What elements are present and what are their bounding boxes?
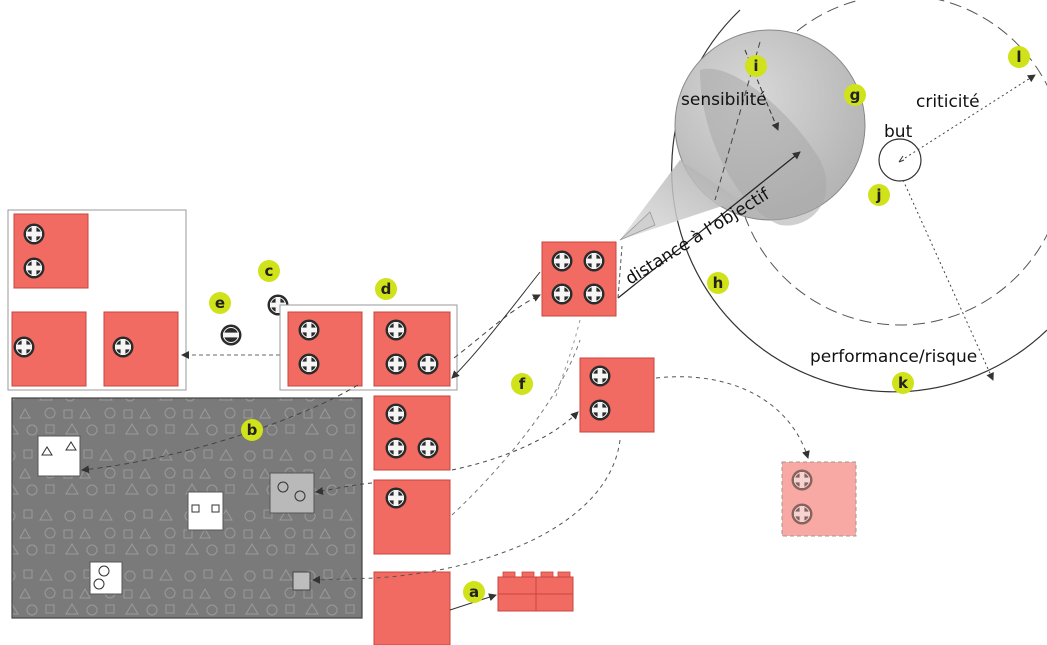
plus-icon — [791, 469, 813, 491]
svg-text:b: b — [247, 421, 258, 439]
influence-sphere-system — [617, 0, 1047, 393]
plus-icon — [385, 319, 407, 341]
marker-l: l — [1008, 46, 1030, 68]
block-four-plus — [541, 241, 617, 317]
plus-icon — [23, 257, 45, 279]
plus-icon — [589, 365, 611, 387]
svg-text:a: a — [469, 583, 479, 601]
label-goal: but — [884, 122, 913, 142]
block-faded — [781, 461, 857, 537]
block-f — [579, 357, 655, 433]
svg-text:j: j — [875, 186, 881, 204]
minus-circle-icon — [220, 324, 242, 346]
marker-a: a — [463, 581, 485, 603]
triangle-icon — [41, 441, 77, 456]
svg-text:h: h — [713, 274, 724, 292]
sphere-shadow — [700, 68, 827, 226]
arrow-four-to-d — [451, 271, 541, 379]
stack-block-1 — [373, 395, 451, 471]
svg-text:f: f — [519, 375, 526, 393]
arrow-to-faded — [655, 376, 810, 459]
plus-icon — [298, 319, 320, 341]
board-slot-gray — [269, 472, 315, 514]
plus-icon — [385, 353, 407, 375]
plus-icon — [385, 437, 407, 459]
board-slot-small — [292, 571, 311, 591]
marker-j: j — [868, 184, 890, 206]
distance-guide — [617, 245, 623, 299]
block-two-plus — [287, 311, 363, 387]
svg-text:c: c — [265, 262, 274, 280]
arrow-guide-1 — [451, 339, 581, 516]
svg-text:i: i — [753, 57, 758, 75]
marker-e: e — [209, 292, 231, 314]
plus-icon — [583, 283, 605, 305]
marker-f: f — [511, 373, 533, 395]
sensitivity-arrow — [744, 49, 780, 131]
marker-h: h — [707, 272, 729, 294]
distance-arrow — [617, 151, 801, 299]
marker-d: d — [375, 278, 397, 300]
board-slot-triangles — [37, 435, 81, 477]
plus-icon — [791, 503, 813, 525]
arrow-to-small-slot — [312, 439, 621, 584]
board-slot-squares — [187, 491, 224, 531]
plus-icon — [13, 336, 35, 358]
sensitivity-guide — [714, 41, 761, 201]
marker-b: b — [241, 419, 263, 441]
performance-line — [902, 179, 994, 381]
label-criticality: criticité — [916, 92, 980, 112]
inner-dashed-circle — [734, 0, 1047, 326]
criticity-line — [904, 74, 1036, 159]
plus-icon — [298, 353, 320, 375]
svg-text:d: d — [381, 280, 392, 298]
svg-text:l: l — [1016, 48, 1021, 66]
label-performance: performance/risque — [810, 347, 977, 367]
circle-icon — [294, 490, 306, 502]
marker-c: c — [258, 260, 280, 282]
stack-block-3 — [373, 571, 451, 645]
plus-icon — [417, 437, 439, 459]
arrow-guide-2 — [554, 319, 581, 401]
marker-i: i — [745, 55, 767, 77]
goal-pointer — [898, 155, 905, 163]
cone-tip — [619, 211, 656, 241]
plus-icon — [417, 353, 439, 375]
svg-text:g: g — [850, 86, 861, 104]
arrow-stack-to-f — [451, 411, 579, 471]
marker-k: k — [892, 372, 914, 394]
circle-icon — [277, 481, 289, 493]
square-icon — [211, 504, 220, 513]
plus-icon — [385, 487, 407, 509]
square-icon — [191, 504, 200, 513]
marker-g: g — [844, 84, 866, 106]
svg-text:e: e — [215, 294, 225, 312]
label-sensitivity: sensibilité — [681, 90, 767, 110]
stack-block-2 — [373, 479, 451, 555]
plus-icon — [112, 336, 134, 358]
plus-icon — [551, 250, 573, 272]
board-slot-circles — [89, 561, 123, 595]
plus-icon — [23, 223, 45, 245]
plus-icon — [589, 399, 611, 421]
circle-icon — [98, 565, 110, 577]
block-panel-top — [13, 213, 89, 289]
plus-icon — [385, 403, 407, 425]
block-three-plus — [373, 311, 451, 387]
svg-text:k: k — [898, 374, 909, 392]
plus-icon — [551, 283, 573, 305]
arrow-to-board — [81, 384, 359, 474]
arrow-d-to-four — [453, 294, 541, 359]
circle-icon — [93, 578, 105, 590]
lego-brick — [497, 571, 574, 612]
plus-icon — [583, 250, 605, 272]
